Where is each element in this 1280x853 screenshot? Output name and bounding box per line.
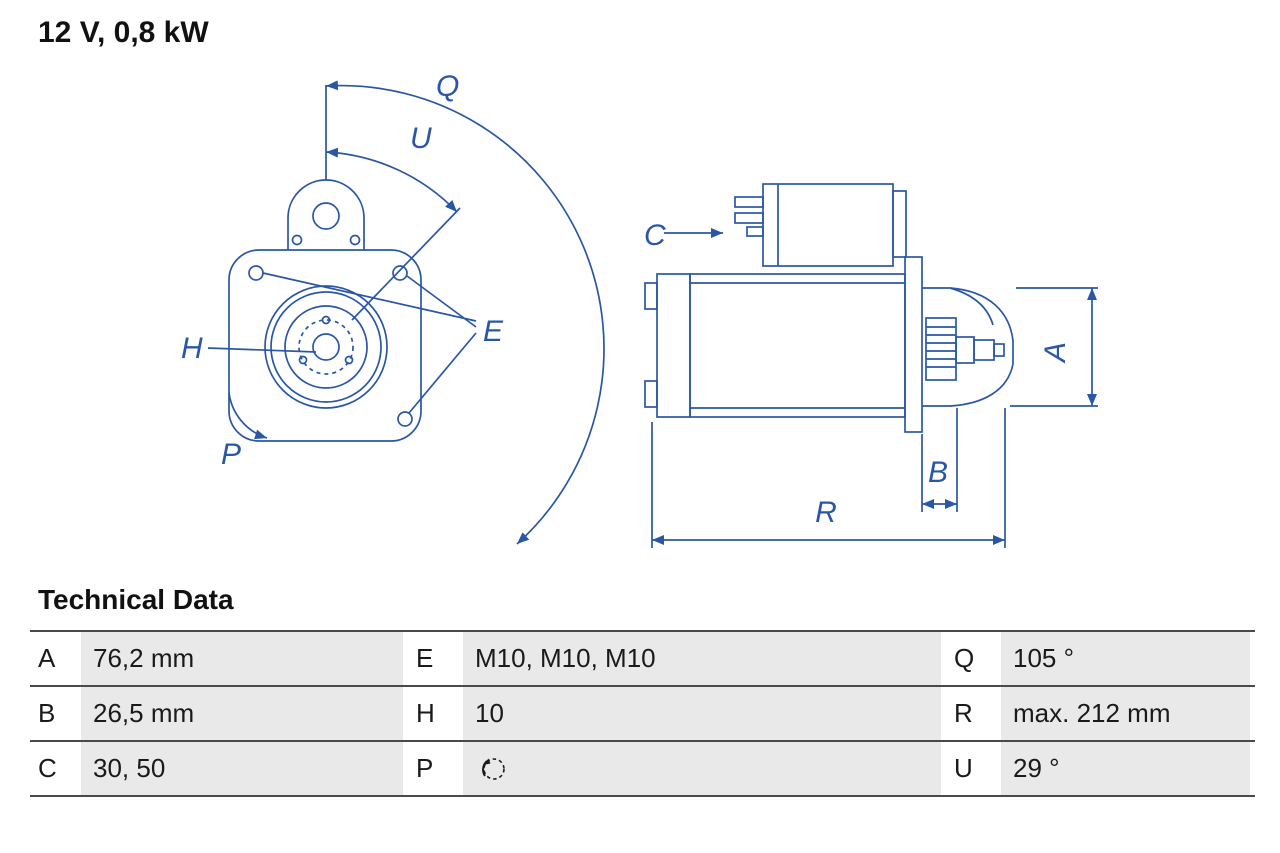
side-view — [644, 183, 1098, 548]
tech-value-e: M10, M10, M10 — [458, 632, 946, 685]
technical-data-table: A 76,2 mm E M10, M10, M10 Q 105 ° B 26,5… — [30, 630, 1255, 797]
mounting-flange-plate — [904, 256, 923, 433]
label-u: U — [410, 122, 432, 155]
tech-value-b: 26,5 mm — [76, 687, 408, 740]
end-cap-tab-bottom — [644, 380, 658, 408]
tech-key-a: A — [30, 632, 76, 685]
shaft-step-1 — [955, 336, 975, 364]
terminal-stud-2 — [734, 212, 764, 224]
tech-key-q: Q — [946, 632, 996, 685]
ear-outline — [287, 179, 365, 250]
solenoid-end-cap — [892, 190, 907, 258]
label-b: B — [928, 456, 948, 489]
tech-value-q: 105 ° — [996, 632, 1255, 685]
solenoid-body — [762, 183, 894, 267]
label-a: A — [1039, 342, 1072, 364]
tech-key-c: C — [30, 742, 76, 795]
u-angle-leg — [351, 207, 461, 321]
hub-dot-right — [344, 355, 354, 365]
p-rotation-arrow — [228, 392, 268, 440]
tech-key-b: B — [30, 687, 76, 740]
front-view — [207, 80, 605, 545]
tech-value-a: 76,2 mm — [76, 632, 408, 685]
label-p: P — [221, 438, 241, 471]
terminal-stud-1 — [734, 196, 764, 208]
e-leader-1 — [262, 272, 477, 322]
tech-value-h: 10 — [458, 687, 946, 740]
label-h: H — [181, 332, 203, 365]
label-c: C — [644, 219, 666, 252]
table-row: A 76,2 mm E M10, M10, M10 Q 105 ° — [30, 630, 1255, 685]
drive-housing-outline — [922, 287, 1014, 407]
hub-dot-left — [298, 355, 308, 365]
ear-small-hole-left — [291, 234, 303, 246]
e-leader-3 — [408, 332, 477, 414]
e-leader-2 — [406, 275, 477, 328]
motor-housing — [689, 273, 906, 418]
commutator-end-cap — [656, 273, 691, 418]
tech-key-u: U — [946, 742, 996, 795]
table-row: C 30, 50 P U 29 ° — [30, 740, 1255, 795]
tech-value-r: max. 212 mm — [996, 687, 1255, 740]
spec-title: 12 V, 0,8 kW — [38, 16, 209, 49]
tech-value-c: 30, 50 — [76, 742, 408, 795]
hub-circle-outer — [264, 285, 388, 409]
tech-value-p — [458, 742, 946, 795]
ear-hole — [312, 202, 340, 230]
tech-key-e: E — [408, 632, 458, 685]
u-angle-arc — [325, 147, 458, 213]
hub-circle-2 — [270, 291, 382, 403]
end-cap-tab-top — [644, 282, 658, 310]
label-e: E — [483, 315, 504, 348]
q-angle-arc — [325, 80, 605, 545]
bolt-hole-top-right — [392, 265, 408, 281]
bolt-hole-top-left — [248, 265, 264, 281]
table-row: B 26,5 mm H 10 R max. 212 mm — [30, 685, 1255, 740]
terminal-stud-3 — [746, 226, 764, 237]
ear-small-hole-right — [349, 234, 361, 246]
tech-value-u: 29 ° — [996, 742, 1255, 795]
drive-housing-inner-curve — [949, 287, 994, 326]
label-r: R — [815, 496, 837, 529]
tech-key-h: H — [408, 687, 458, 740]
hub-pitch-circle — [298, 319, 354, 375]
hub-center-hole — [312, 333, 340, 361]
starter-motor-drawing: Q U E H P C A B R — [181, 70, 1098, 548]
drawing-svg: Q U E H P C A B R — [181, 70, 1098, 548]
h-leader — [207, 347, 317, 353]
label-q: Q — [436, 70, 459, 103]
tech-key-r: R — [946, 687, 996, 740]
shaft-step-2 — [973, 339, 995, 361]
shaft-end — [993, 343, 1005, 357]
rotation-ccw-icon — [482, 757, 505, 780]
bolt-hole-bottom-right — [397, 411, 413, 427]
tech-key-p: P — [408, 742, 458, 795]
technical-data-heading: Technical Data — [38, 584, 234, 615]
